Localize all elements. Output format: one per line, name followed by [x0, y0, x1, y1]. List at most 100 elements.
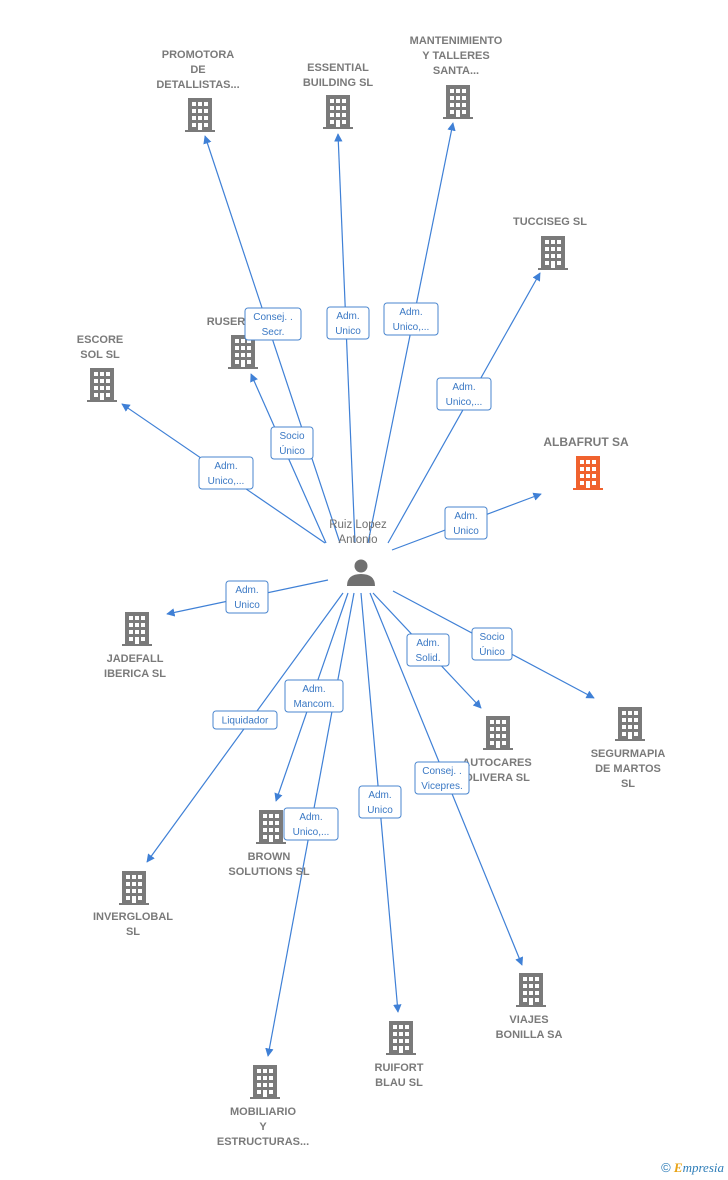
company-name: IBERICA SL: [104, 668, 166, 680]
company-name: MANTENIMIENTO: [410, 35, 503, 47]
brand-initial: E: [673, 1160, 683, 1175]
role-text: Unico,...: [293, 827, 330, 838]
company-name: DETALLISTAS...: [156, 79, 239, 91]
role-box: [436, 377, 492, 411]
company-node-albafrut[interactable]: ALBAFRUT SA: [543, 435, 629, 490]
role-text: Unico,...: [446, 397, 483, 408]
role-box: [283, 807, 339, 841]
role-label-viajes[interactable]: Consej. . Vicepres.: [414, 761, 470, 795]
building-icon: [122, 612, 152, 646]
company-name: SANTA...: [433, 65, 479, 77]
person-icon: [347, 559, 375, 586]
role-text: Adm.: [452, 382, 475, 393]
company-name: ESTRUCTURAS...: [217, 1136, 309, 1148]
role-text: Único: [479, 645, 505, 658]
company-name: SL: [621, 778, 635, 790]
person-name: Antonio: [338, 534, 377, 546]
role-text: Adm.: [416, 638, 439, 649]
company-node-jadefall[interactable]: JADEFALL IBERICA SL: [104, 612, 166, 680]
role-text: Adm.: [299, 812, 322, 823]
role-text: Unico: [335, 326, 361, 337]
company-name: ESSENTIAL: [307, 62, 369, 74]
company-name: MOBILIARIO: [230, 1106, 296, 1118]
role-text: Unico: [367, 805, 393, 816]
building-icon: [87, 368, 117, 402]
company-name: BLAU SL: [375, 1077, 423, 1089]
company-name: SOLUTIONS SL: [228, 866, 310, 878]
company-node-brown[interactable]: BROWN SOLUTIONS SL: [228, 810, 310, 878]
company-name: VIAJES: [509, 1014, 548, 1026]
building-icon: [323, 95, 353, 129]
role-text: Único: [279, 444, 305, 457]
role-label-brown[interactable]: Adm.Mancom.: [284, 679, 344, 713]
company-name: RUSER: [207, 316, 246, 328]
company-name: PROMOTORA: [162, 49, 235, 61]
building-icon: [483, 716, 513, 750]
role-label-mantenimiento[interactable]: Adm.Unico,...: [383, 302, 439, 336]
role-text: Unico: [453, 526, 479, 537]
company-node-mobiliario[interactable]: MOBILIARIO Y ESTRUCTURAS...: [217, 1065, 309, 1148]
role-box: [414, 761, 470, 795]
building-icon: [256, 810, 286, 844]
role-text: Mancom.: [293, 699, 334, 710]
role-text: Secr.: [262, 327, 285, 338]
building-icon: [573, 456, 603, 490]
company-name: AUTOCARES: [462, 757, 531, 769]
company-node-promotora[interactable]: PROMOTORADEDETALLISTAS...: [156, 49, 240, 132]
copyright-symbol: ©: [661, 1160, 671, 1175]
company-name: Y: [259, 1121, 267, 1133]
role-label-tucciseg[interactable]: Adm. Unico,...: [436, 377, 492, 411]
building-icon: [615, 707, 645, 741]
role-text: Liquidador: [222, 716, 269, 727]
building-icon: [119, 871, 149, 905]
edges-layer: [121, 122, 595, 1057]
role-text: Socio: [279, 431, 304, 442]
role-label-ruifort[interactable]: Adm. Unico: [358, 785, 402, 819]
role-box: [406, 633, 450, 667]
building-icon: [185, 98, 215, 132]
role-text: Adm.: [368, 790, 391, 801]
role-label-albafrut[interactable]: Adm.Unico: [444, 506, 488, 540]
role-box: [198, 456, 254, 490]
brand-name: mpresia: [682, 1160, 724, 1175]
building-icon: [516, 973, 546, 1007]
role-label-escore[interactable]: Adm.Unico,...: [198, 456, 254, 490]
company-name: SOL SL: [80, 349, 120, 361]
company-node-tucciseg[interactable]: TUCCISEG SL: [513, 216, 587, 270]
role-text: Socio: [479, 632, 504, 643]
role-box: [326, 306, 370, 340]
company-name: JADEFALL: [107, 653, 164, 665]
role-label-promotora[interactable]: Consej. .Secr.: [244, 307, 302, 341]
role-label-mobiliario[interactable]: Adm. Unico,...: [283, 807, 339, 841]
role-text: Unico: [234, 600, 260, 611]
role-label-essential[interactable]: Adm. Unico: [326, 306, 370, 340]
role-label-jadefall[interactable]: Adm. Unico: [225, 580, 269, 614]
role-box: [270, 426, 314, 460]
building-icon: [443, 85, 473, 119]
building-icon: [250, 1065, 280, 1099]
role-label-inverglobal[interactable]: Liquidador: [212, 710, 278, 730]
brand-footer[interactable]: © Empresia: [661, 1160, 724, 1176]
role-text: Consej. .: [422, 766, 461, 777]
role-text: Vicepres.: [421, 781, 463, 792]
company-name: BROWN: [248, 851, 291, 863]
role-text: Solid.: [415, 653, 440, 664]
role-box: [471, 627, 513, 661]
company-node-ruser[interactable]: RUSER: [207, 316, 258, 369]
role-text: Adm.: [235, 585, 258, 596]
role-label-autocares[interactable]: Adm. Solid.: [406, 633, 450, 667]
role-text: Adm.: [336, 311, 359, 322]
